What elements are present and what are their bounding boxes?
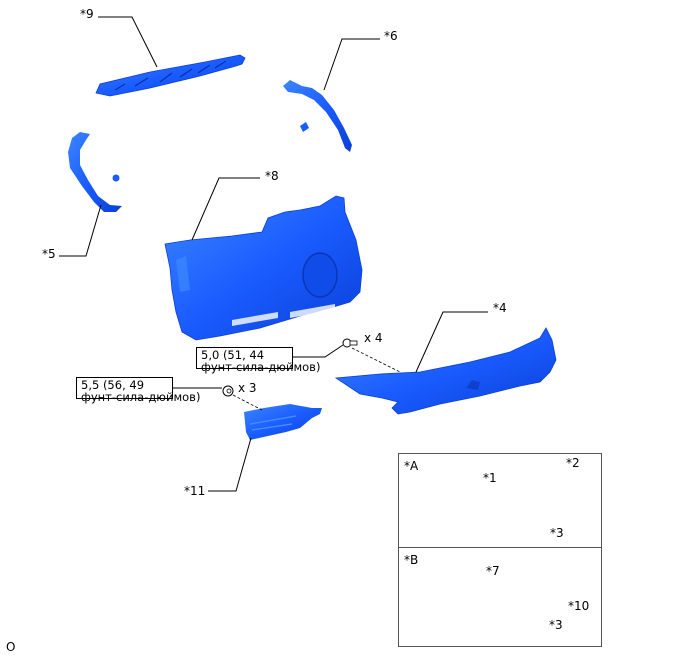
callout-9: *9 xyxy=(80,7,94,21)
callout-3a: *3 xyxy=(550,526,564,540)
part-4-lower-garnish xyxy=(334,327,557,415)
torque-value: 5,5 (56, 49 xyxy=(81,378,145,392)
torque-unit: фунт-сила-дюймов) xyxy=(81,390,201,404)
callout-10: *10 xyxy=(568,599,590,613)
callout-5: *5 xyxy=(42,247,56,261)
callout-6: *6 xyxy=(384,29,398,43)
part-9-upper-garnish xyxy=(95,54,246,97)
inset-a-title: *A xyxy=(404,459,419,473)
callout-1: *1 xyxy=(483,471,497,485)
part-11-lower-inner-panel xyxy=(244,404,322,440)
torque-spec-nut: 5,5 (56, 49 фунт-сила-дюймов) xyxy=(76,377,200,403)
callout-4: *4 xyxy=(493,301,507,315)
nut-icon xyxy=(222,385,234,397)
callout-3b: *3 xyxy=(549,618,563,632)
bolt-icon xyxy=(342,338,358,348)
nut-qty: x 3 xyxy=(238,381,257,395)
bolt-qty: x 4 xyxy=(364,331,383,345)
torque-unit: фунт-сила-дюймов) xyxy=(201,360,321,374)
part-8-back-door-trim-board xyxy=(164,195,363,341)
inset-b xyxy=(398,547,602,647)
callout-11: *11 xyxy=(184,484,206,498)
footer-code: O xyxy=(6,640,16,654)
part-6-pillar-garnish-right xyxy=(283,80,352,152)
torque-spec-bolt: 5,0 (51, 44 фунт-сила-дюймов) xyxy=(196,347,320,373)
callout-7: *7 xyxy=(486,564,500,578)
callout-2: *2 xyxy=(566,456,580,470)
part-5-pillar-garnish-left xyxy=(68,132,122,212)
callout-8: *8 xyxy=(265,169,279,183)
inset-b-title: *B xyxy=(404,553,419,567)
torque-value: 5,0 (51, 44 xyxy=(201,348,265,362)
